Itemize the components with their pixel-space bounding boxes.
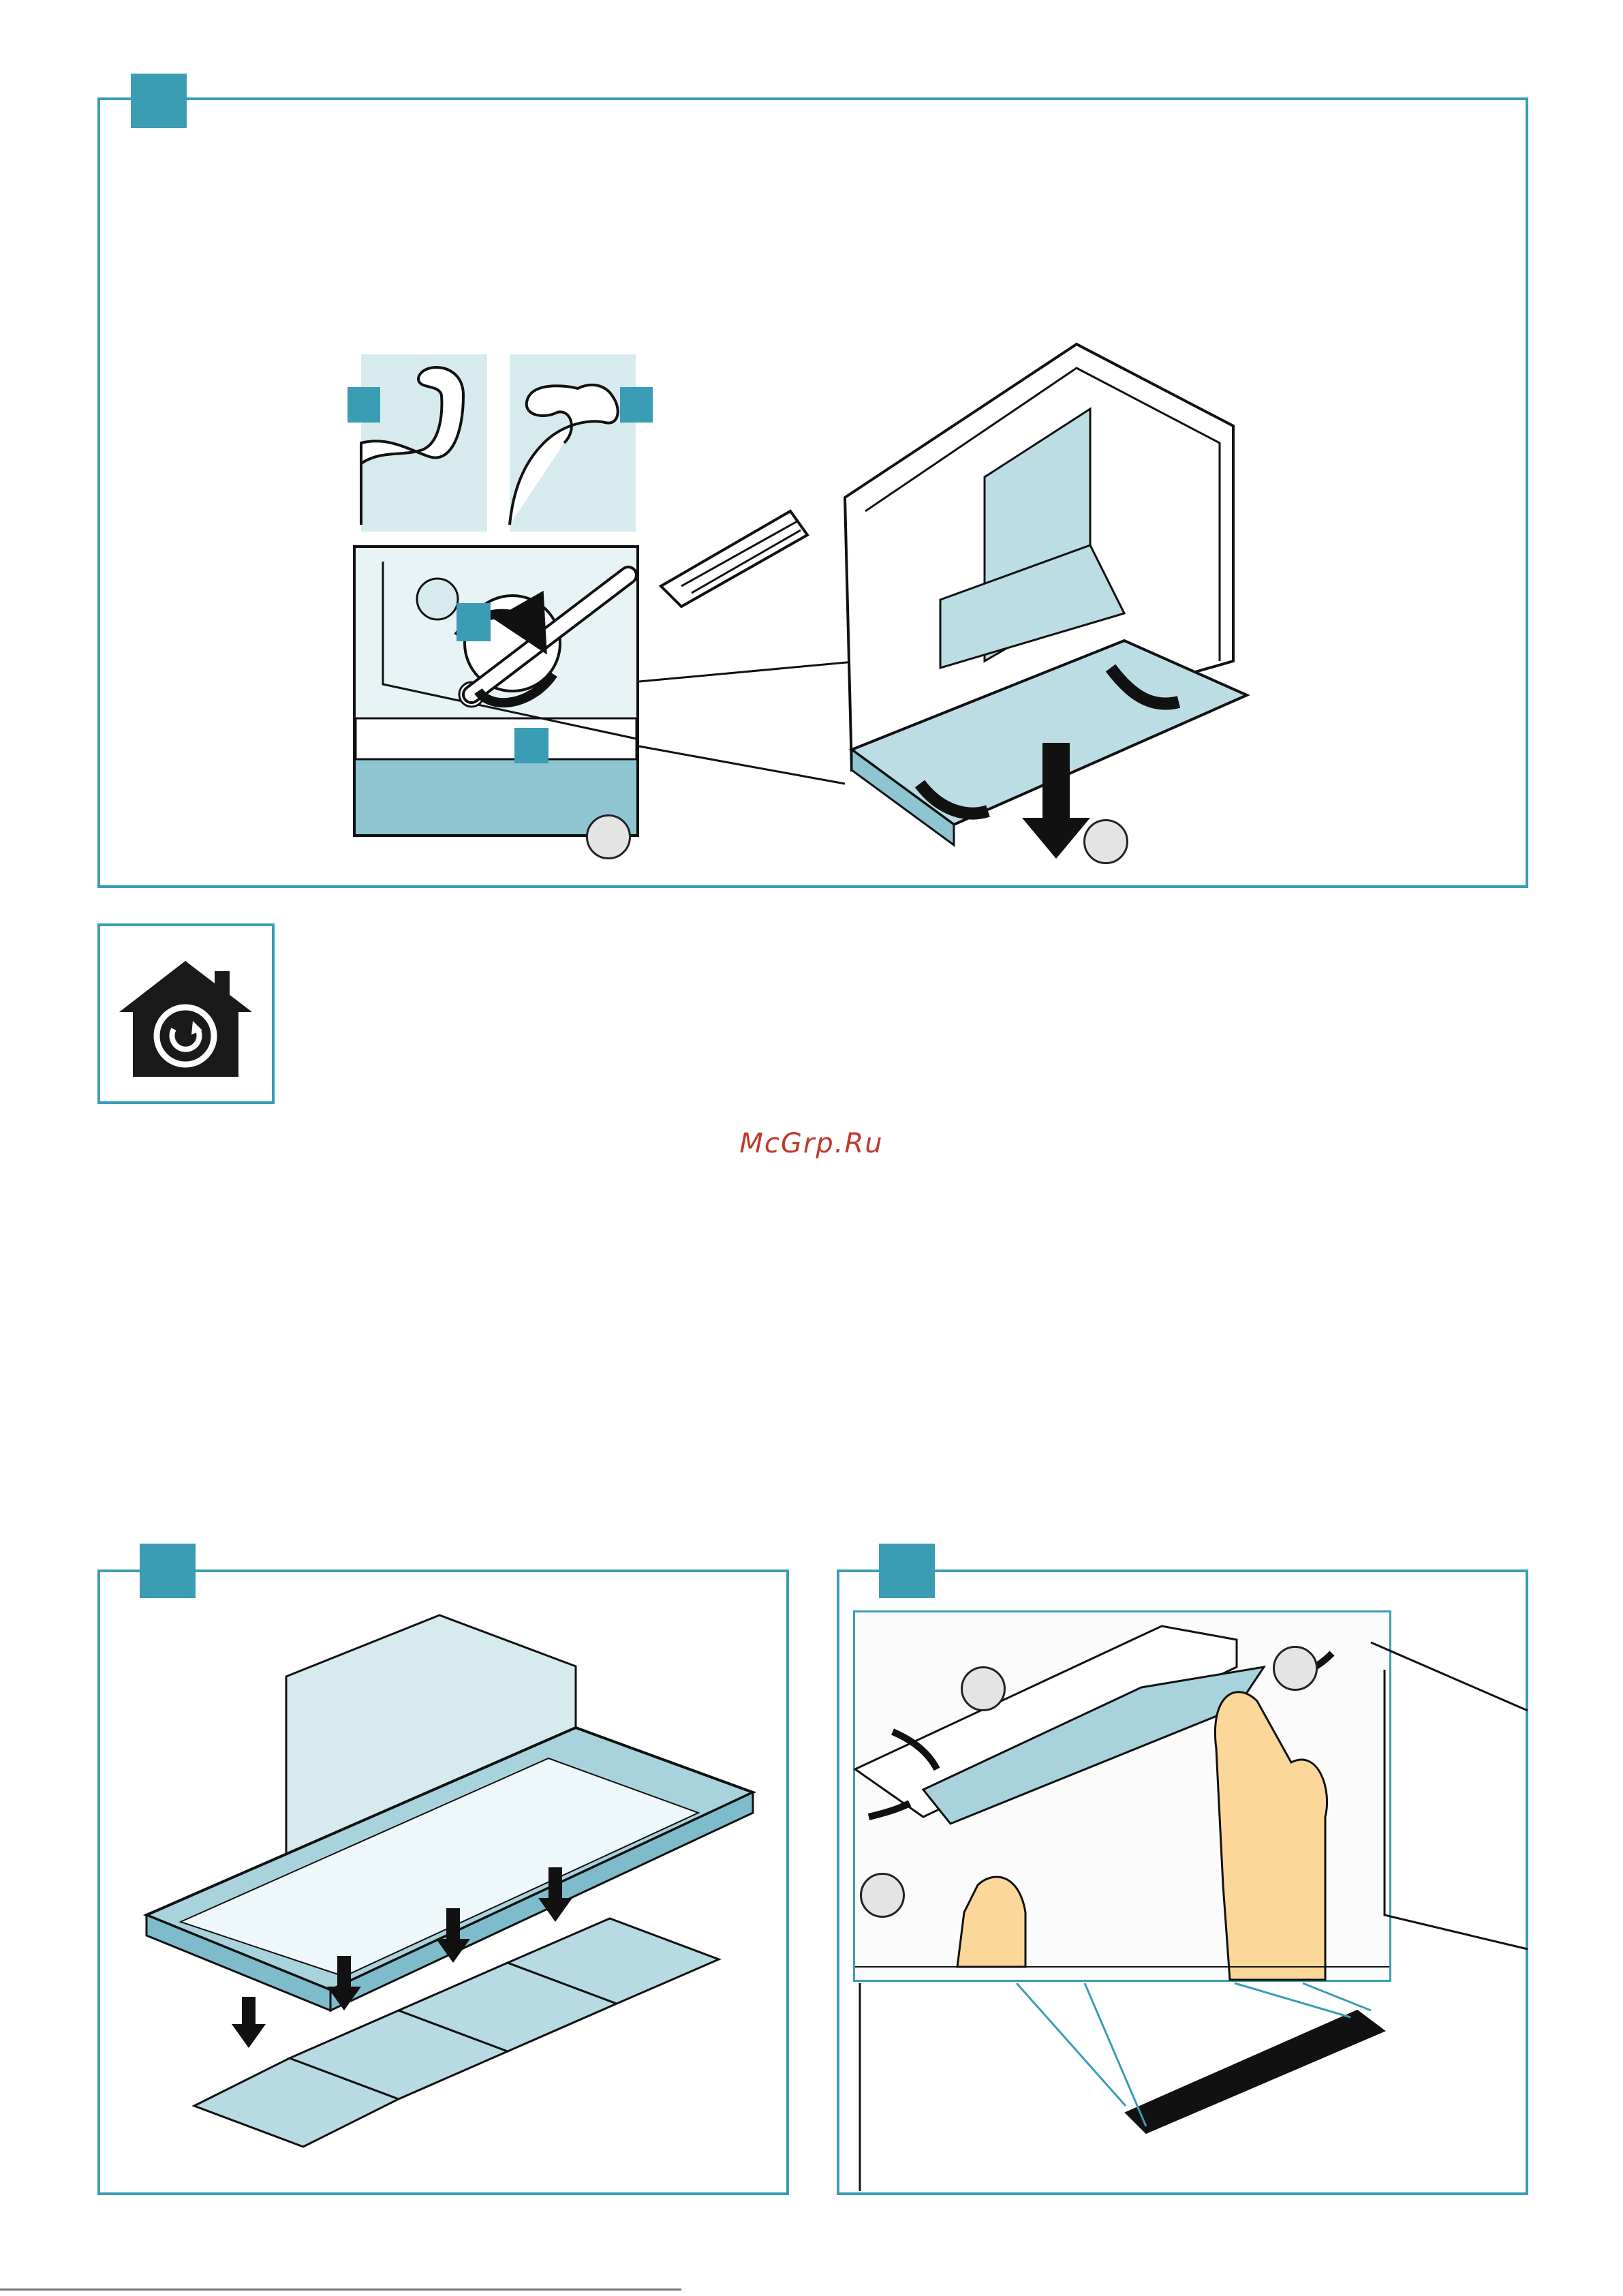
footer-rule bbox=[0, 2289, 681, 2291]
cabinet-hood-illustration bbox=[838, 341, 1261, 872]
callout-circle-2 bbox=[1083, 819, 1128, 864]
step-number-tag bbox=[879, 1544, 935, 1598]
hood-underside-illustration bbox=[853, 1629, 1528, 2191]
watermark-text: McGrp.Ru bbox=[0, 1128, 1623, 1159]
step-number-tag bbox=[140, 1544, 196, 1598]
hood-filters-illustration bbox=[140, 1608, 767, 2167]
home-refresh-icon bbox=[119, 961, 252, 1077]
